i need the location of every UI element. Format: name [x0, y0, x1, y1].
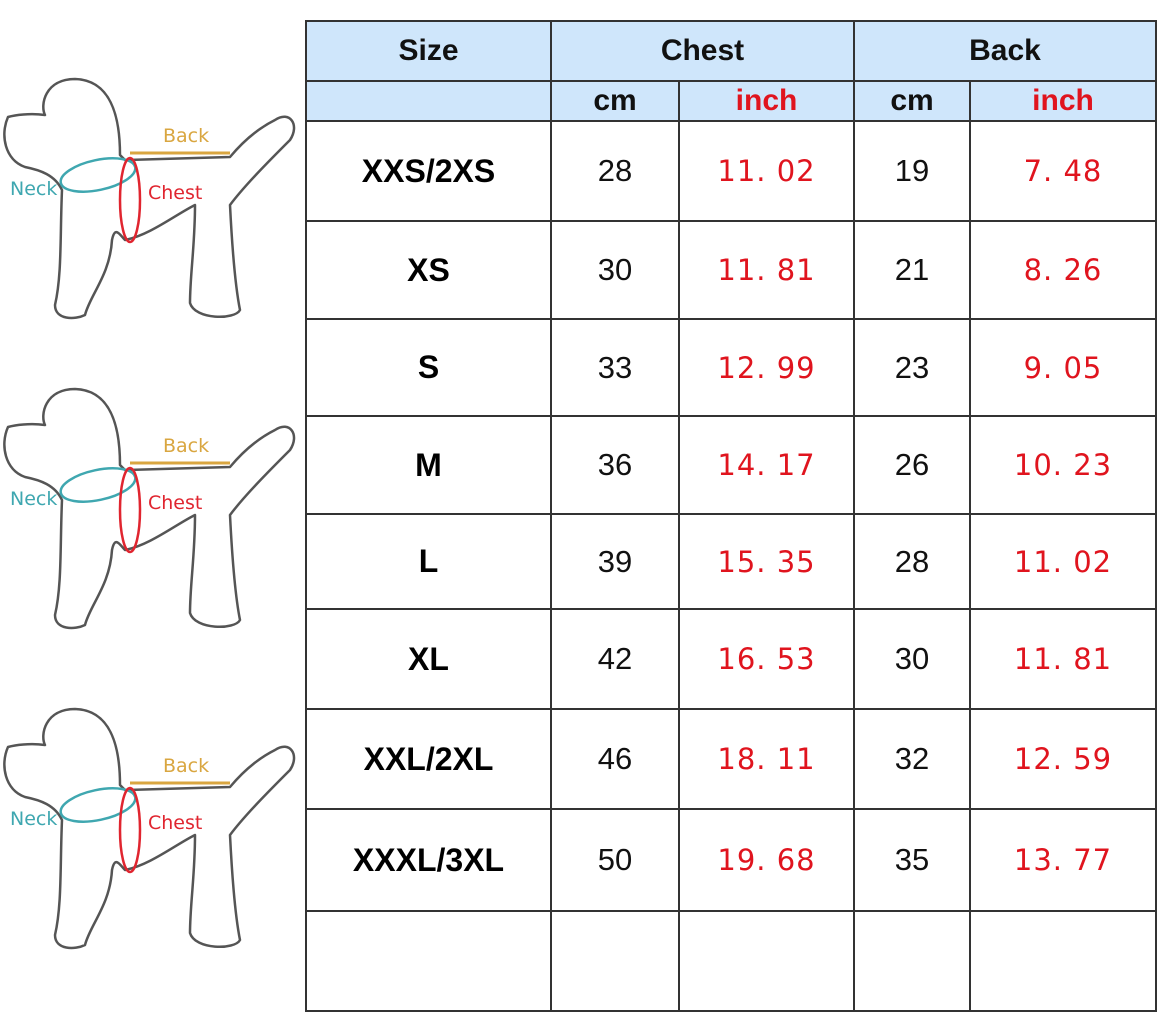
back-cm-cell: 26: [853, 415, 971, 515]
back-cm-cell: 19: [853, 120, 971, 222]
empty-cell: [853, 910, 971, 1012]
back-inch-cell: 10. 23: [969, 415, 1157, 515]
chest-cm-header: cm: [550, 80, 680, 122]
back-inch-cell: 8. 26: [969, 220, 1157, 320]
back-inch-cell: 11. 02: [969, 513, 1157, 610]
neck-label: Neck: [10, 488, 58, 510]
back-cm-cell: 28: [853, 513, 971, 610]
back-header: Back: [853, 20, 1157, 82]
dog-measurement-diagram: Back Neck Chest: [0, 385, 300, 635]
chest-cm-cell: 30: [550, 220, 680, 320]
back-inch-header: inch: [969, 80, 1157, 122]
back-inch-cell: 13. 77: [969, 808, 1157, 912]
size-cell: S: [305, 318, 552, 417]
size-cell: XL: [305, 608, 552, 710]
size-cell: L: [305, 513, 552, 610]
empty-header: [305, 80, 552, 122]
chest-label: Chest: [148, 492, 203, 514]
chest-label: Chest: [148, 812, 203, 834]
chest-inch-cell: 14. 17: [678, 415, 855, 515]
back-cm-cell: 32: [853, 708, 971, 810]
back-inch-cell: 7. 48: [969, 120, 1157, 222]
back-cm-cell: 21: [853, 220, 971, 320]
back-cm-cell: 23: [853, 318, 971, 417]
dog-outline: [3, 387, 296, 630]
size-cell: XXL/2XL: [305, 708, 552, 810]
empty-cell: [550, 910, 680, 1012]
back-cm-header: cm: [853, 80, 971, 122]
neck-label: Neck: [10, 178, 58, 200]
size-cell: M: [305, 415, 552, 515]
chest-cm-cell: 50: [550, 808, 680, 912]
back-label: Back: [163, 755, 210, 777]
back-inch-cell: 12. 59: [969, 708, 1157, 810]
size-cell: XXS/2XS: [305, 120, 552, 222]
chest-cm-cell: 46: [550, 708, 680, 810]
empty-row: [305, 910, 1157, 1012]
chest-cm-cell: 28: [550, 120, 680, 222]
size-cell: XS: [305, 220, 552, 320]
dog-outline: [3, 77, 296, 320]
chest-cm-cell: 33: [550, 318, 680, 417]
chest-ellipse: [118, 466, 142, 554]
back-label: Back: [163, 435, 210, 457]
chest-inch-cell: 16. 53: [678, 608, 855, 710]
chest-inch-header: inch: [678, 80, 855, 122]
chest-inch-cell: 11. 81: [678, 220, 855, 320]
dog-outline: [3, 707, 296, 950]
empty-cell: [969, 910, 1157, 1012]
dog-measurement-diagram: Back Neck Chest: [0, 75, 300, 325]
back-inch-cell: 9. 05: [969, 318, 1157, 417]
chest-ellipse: [118, 786, 142, 874]
chest-label: Chest: [148, 182, 203, 204]
size-header: Size: [305, 20, 552, 82]
chest-inch-cell: 12. 99: [678, 318, 855, 417]
chest-inch-cell: 18. 11: [678, 708, 855, 810]
unit-row: cm inch cm inch: [305, 80, 1157, 122]
chest-cm-cell: 39: [550, 513, 680, 610]
back-inch-cell: 11. 81: [969, 608, 1157, 710]
chest-inch-cell: 11. 02: [678, 120, 855, 222]
chest-cm-cell: 36: [550, 415, 680, 515]
size-cell: XXXL/3XL: [305, 808, 552, 912]
chest-cm-cell: 42: [550, 608, 680, 710]
back-cm-cell: 35: [853, 808, 971, 912]
chest-inch-cell: 15. 35: [678, 513, 855, 610]
chest-ellipse: [118, 156, 142, 244]
empty-cell: [678, 910, 855, 1012]
chest-header: Chest: [550, 20, 855, 82]
chest-inch-cell: 19. 68: [678, 808, 855, 912]
back-label: Back: [163, 125, 210, 147]
empty-cell: [305, 910, 552, 1012]
header-row: Size Chest Back: [305, 20, 1157, 82]
neck-label: Neck: [10, 808, 58, 830]
dog-measurement-diagram: Back Neck Chest: [0, 705, 300, 955]
back-cm-cell: 30: [853, 608, 971, 710]
